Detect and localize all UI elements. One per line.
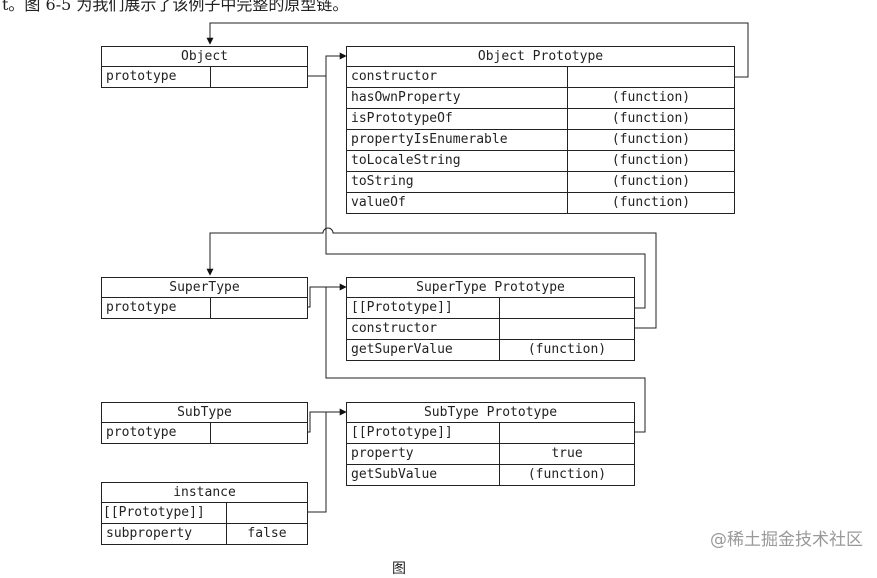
instance-box-title: instance xyxy=(102,483,307,503)
subtype-box-title: SubType xyxy=(102,403,307,423)
row-value xyxy=(500,423,634,443)
box-row: valueOf (function) xyxy=(347,193,734,213)
row-value xyxy=(500,298,634,318)
row-key: prototype xyxy=(102,67,211,87)
row-value: (function) xyxy=(527,342,607,357)
row-value: (function) xyxy=(527,467,607,482)
row-value xyxy=(211,67,307,87)
row-key: prototype xyxy=(102,298,211,318)
subtype-prototype-box: SubType Prototype [[Prototype]] property… xyxy=(346,402,635,486)
row-key: toString xyxy=(347,172,568,192)
box-row: hasOwnProperty (function) xyxy=(347,88,734,109)
subtype-prototype-box-title: SubType Prototype xyxy=(347,403,634,423)
row-value: (function) xyxy=(611,174,691,189)
box-row: isPrototypeOf (function) xyxy=(347,109,734,130)
box-row: propertyIsEnumerable (function) xyxy=(347,130,734,151)
box-row: [[Prototype]] xyxy=(102,503,307,524)
row-value xyxy=(568,67,734,87)
supertype-prototype-box: SuperType Prototype [[Prototype]] constr… xyxy=(346,277,635,361)
box-row: constructor xyxy=(347,67,734,88)
supertype-box-title: SuperType xyxy=(102,278,307,298)
row-key: prototype xyxy=(102,423,211,443)
box-row: getSubValue (function) xyxy=(347,465,634,485)
row-key: propertyIsEnumerable xyxy=(347,130,568,150)
row-value: true xyxy=(551,446,583,461)
row-value: (function) xyxy=(611,132,691,147)
row-key: getSuperValue xyxy=(347,340,500,360)
row-value xyxy=(211,423,307,443)
header-text-fragment: t。图 6-5 为我们展示了该例子中完整的原型链。 xyxy=(2,0,349,14)
row-value: (function) xyxy=(611,153,691,168)
object-prototype-box-title: Object Prototype xyxy=(347,47,734,67)
box-row: prototype xyxy=(102,298,307,318)
box-row: [[Prototype]] xyxy=(347,423,634,444)
subtype-box: SubType prototype xyxy=(101,402,308,444)
watermark: @稀土掘金技术社区 xyxy=(710,530,863,550)
box-row: constructor xyxy=(347,319,634,340)
row-key: [[Prototype]] xyxy=(347,298,500,318)
box-row: [[Prototype]] xyxy=(347,298,634,319)
object-prototype-box: Object Prototype constructor hasOwnPrope… xyxy=(346,46,735,214)
box-row: getSuperValue (function) xyxy=(347,340,634,360)
row-value: (function) xyxy=(611,90,691,105)
link-constructor-to-supertype xyxy=(206,227,657,329)
row-value: (function) xyxy=(611,195,691,210)
row-key: hasOwnProperty xyxy=(347,88,568,108)
row-key: [[Prototype]] xyxy=(347,423,500,443)
figure-caption-fragment: 图 xyxy=(392,561,406,577)
row-key: valueOf xyxy=(347,193,568,213)
row-key: getSubValue xyxy=(347,465,500,485)
row-key: isPrototypeOf xyxy=(347,109,568,129)
row-value: false xyxy=(247,526,287,541)
box-row: prototype xyxy=(102,67,307,87)
box-row: toString (function) xyxy=(347,172,734,193)
row-value: (function) xyxy=(611,111,691,126)
row-value xyxy=(211,298,307,318)
box-row: property true xyxy=(347,444,634,465)
row-value xyxy=(227,503,307,523)
supertype-prototype-box-title: SuperType Prototype xyxy=(347,278,634,298)
row-key: constructor xyxy=(347,67,568,87)
row-key: subproperty xyxy=(102,524,227,544)
box-row: subproperty false xyxy=(102,524,307,544)
row-key: constructor xyxy=(347,319,500,339)
box-row: toLocaleString (function) xyxy=(347,151,734,172)
instance-box: instance [[Prototype]] subproperty false xyxy=(101,482,308,545)
row-key: property xyxy=(347,444,500,464)
supertype-box: SuperType prototype xyxy=(101,277,308,319)
row-key: [[Prototype]] xyxy=(102,503,227,523)
row-value xyxy=(500,319,634,339)
box-row: prototype xyxy=(102,423,307,443)
object-box: Object prototype xyxy=(101,46,308,88)
row-key: toLocaleString xyxy=(347,151,568,171)
object-box-title: Object xyxy=(102,47,307,67)
